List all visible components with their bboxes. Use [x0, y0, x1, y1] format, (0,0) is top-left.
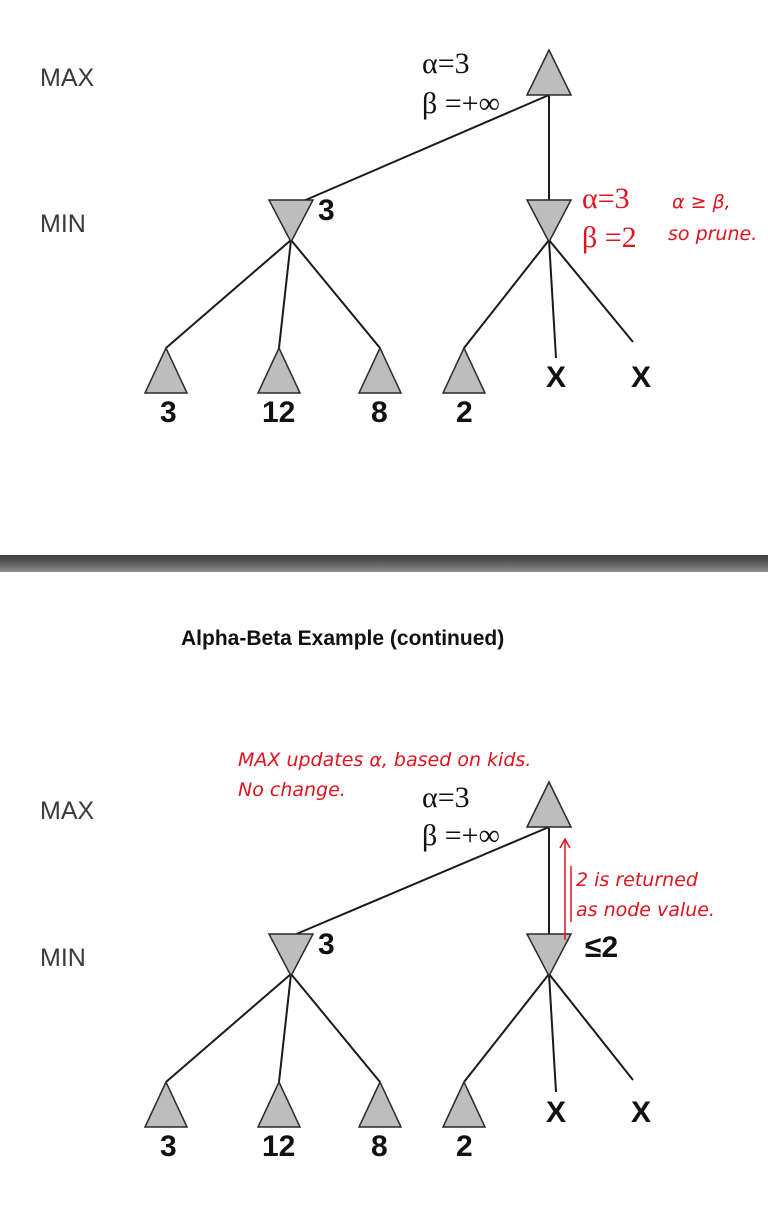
min-node-left: [267, 199, 315, 244]
edge-minright-pruned1: [548, 239, 557, 359]
leaf-value-1: 3: [160, 1130, 177, 1163]
min-right-beta: β =2: [582, 221, 637, 254]
min-node-right: [525, 199, 573, 244]
return-note-line1: 2 is returned: [576, 869, 699, 891]
min-right-alpha: α=3: [582, 182, 630, 215]
max-update-note-line2: No change.: [238, 779, 346, 801]
edge-minleft-leaf2: [278, 239, 292, 349]
min-node-right: [525, 933, 573, 978]
leaf-node-3: [357, 346, 403, 394]
edge-root-minleft: [293, 94, 550, 206]
leaf-node-2: [256, 1080, 302, 1128]
root-beta: β =+∞: [422, 87, 500, 120]
tree-panel-bottom: Alpha-Beta Example (continued) MAX MIN M…: [0, 572, 768, 1230]
leaf-node-1: [143, 1080, 189, 1128]
edge-minleft-leaf2: [278, 973, 292, 1083]
min-right-value: ≤2: [585, 931, 618, 964]
leaf-value-4: 2: [456, 1130, 473, 1163]
max-update-note-line1: MAX updates α, based on kids.: [238, 749, 531, 771]
min-left-value: 3: [318, 928, 335, 961]
return-note-line2: as node value.: [576, 899, 715, 921]
edge-minleft-leaf1: [165, 239, 292, 349]
level-label-max: MAX: [40, 64, 95, 92]
leaf-value-2: 12: [262, 396, 295, 429]
alpha-beta-tree-bottom: Alpha-Beta Example (continued) MAX MIN M…: [40, 627, 715, 1163]
level-label-min: MIN: [40, 944, 86, 972]
leaf-value-1: 3: [160, 396, 177, 429]
edge-root-minleft: [293, 826, 550, 936]
edge-minleft-leaf3: [290, 239, 381, 349]
pruned-mark-2: X: [631, 1096, 651, 1129]
pruned-mark-1: X: [546, 361, 566, 394]
leaf-node-1: [143, 346, 189, 394]
edge-minleft-leaf3: [290, 973, 381, 1083]
level-label-max: MAX: [40, 797, 95, 825]
edge-minright-pruned1: [548, 973, 557, 1093]
max-node-root: [525, 48, 573, 96]
min-node-left: [267, 933, 315, 978]
max-node-root: [525, 780, 573, 828]
slide-separator: [0, 555, 768, 572]
prune-condition: α ≥ β,: [672, 191, 731, 213]
edge-minright-pruned2: [548, 239, 634, 343]
edge-minright-leaf4: [463, 973, 550, 1083]
prune-action: so prune.: [668, 223, 757, 245]
edge-minright-pruned2: [548, 973, 634, 1081]
leaf-node-4: [441, 346, 487, 394]
root-alpha: α=3: [422, 781, 470, 814]
leaf-value-3: 8: [371, 1130, 388, 1163]
alpha-beta-tree-top: MAX MIN α=3 β =+∞ 3 α=3 β =2 α ≥ β, so p…: [40, 47, 757, 429]
tree-panel-top: MAX MIN α=3 β =+∞ 3 α=3 β =2 α ≥ β, so p…: [0, 0, 768, 555]
leaf-node-4: [441, 1080, 487, 1128]
edge-minleft-leaf1: [165, 973, 292, 1083]
pruned-mark-1: X: [546, 1096, 566, 1129]
root-alpha: α=3: [422, 47, 470, 80]
edge-minright-leaf4: [463, 239, 550, 349]
pruned-mark-2: X: [631, 361, 651, 394]
leaf-value-2: 12: [262, 1130, 295, 1163]
level-label-min: MIN: [40, 210, 86, 238]
min-left-value: 3: [318, 194, 335, 227]
return-arrow-head: [559, 837, 571, 849]
slide-title: Alpha-Beta Example (continued): [181, 627, 504, 650]
leaf-value-3: 8: [371, 396, 388, 429]
leaf-node-2: [256, 346, 302, 394]
leaf-node-3: [357, 1080, 403, 1128]
root-beta: β =+∞: [422, 819, 500, 852]
leaf-value-4: 2: [456, 396, 473, 429]
